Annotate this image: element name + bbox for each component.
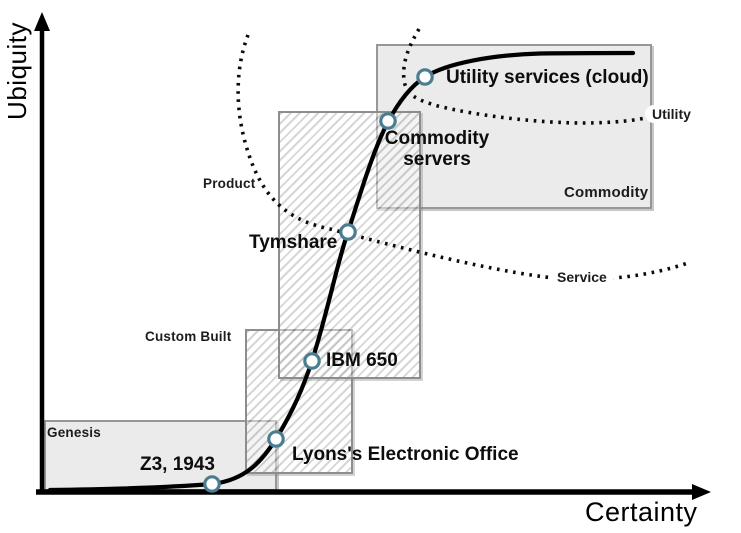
milestone-label-lyons: Lyons's Electronic Office [292, 444, 519, 465]
x-axis-arrowhead [692, 484, 711, 500]
y-axis [34, 12, 50, 492]
milestone-label-commodity-servers: Commodity servers [384, 128, 490, 170]
custom-built-region-box [245, 329, 353, 474]
milestone-label-ibm-650: IBM 650 [326, 350, 398, 371]
custom-built-region-label: Custom Built [145, 329, 232, 344]
product-region-box [278, 111, 421, 379]
product-region-label: Product [203, 176, 256, 191]
milestone-label-tymshare: Tymshare [249, 232, 338, 253]
milestone-marker-z3 [203, 475, 221, 493]
milestone-label-z3: Z3, 1943 [140, 454, 215, 475]
y-axis-label: Ubiquity [2, 22, 32, 120]
genesis-region-label: Genesis [47, 425, 101, 440]
service-boundary-label: Service [550, 268, 614, 286]
genesis-region-box [44, 420, 277, 491]
milestone-marker-lyons [267, 430, 285, 448]
milestone-markers [203, 68, 434, 493]
milestone-label-utility-cloud: Utility services (cloud) [446, 67, 649, 88]
x-axis-label: Certainty [585, 497, 698, 527]
utility-boundary-label: Utility [645, 105, 698, 123]
commodity-region-label: Commodity [564, 184, 649, 201]
milestone-marker-ibm-650 [303, 352, 321, 370]
milestone-marker-commodity-servers [379, 112, 397, 130]
y-axis-arrowhead [34, 12, 50, 31]
milestone-marker-tymshare [339, 223, 357, 241]
evolution-curve [47, 50, 636, 493]
milestone-marker-utility-cloud [416, 68, 434, 86]
x-axis [36, 484, 711, 500]
